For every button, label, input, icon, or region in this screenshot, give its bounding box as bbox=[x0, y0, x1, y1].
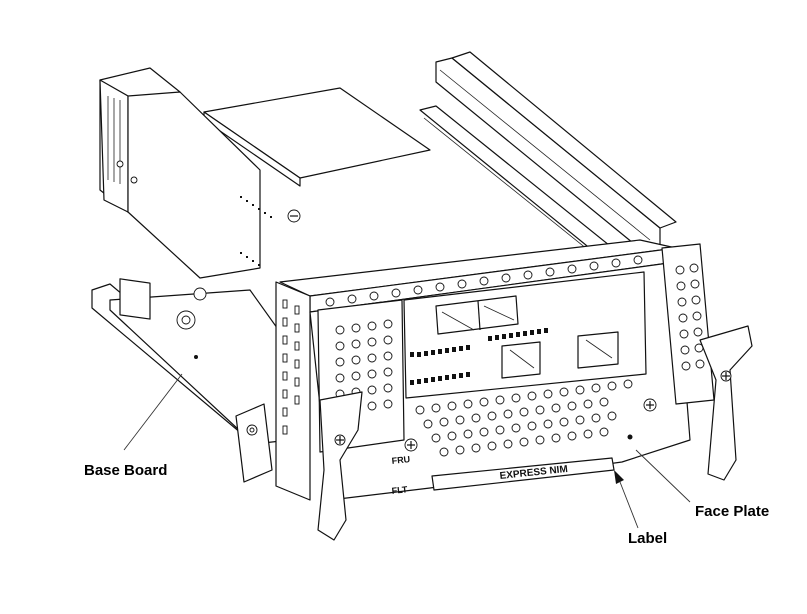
face-plate: EXPRESS NIM FRU FLT bbox=[309, 261, 691, 501]
callout-base-board: Base Board bbox=[84, 462, 168, 479]
rear-rail bbox=[419, 51, 677, 283]
rear-connector-board bbox=[99, 67, 301, 279]
callout-leaders bbox=[123, 373, 691, 529]
face-plate-leader bbox=[635, 449, 691, 503]
fru-marking: FRU bbox=[391, 454, 410, 466]
base-board-leader bbox=[123, 373, 183, 451]
base-board bbox=[91, 278, 301, 483]
chassis-top-rail bbox=[279, 239, 677, 313]
callout-face-plate: Face Plate bbox=[695, 503, 770, 520]
top-plate bbox=[203, 87, 431, 187]
ejector-handle-right bbox=[699, 325, 753, 481]
callout-label: Label bbox=[628, 530, 668, 547]
label-leader bbox=[619, 481, 639, 529]
chassis-left-side bbox=[275, 281, 311, 501]
label-arrowhead bbox=[614, 470, 624, 484]
ejector-handle-left bbox=[317, 391, 363, 541]
flt-marking: FLT bbox=[391, 484, 408, 496]
chassis-right-column bbox=[661, 243, 715, 405]
